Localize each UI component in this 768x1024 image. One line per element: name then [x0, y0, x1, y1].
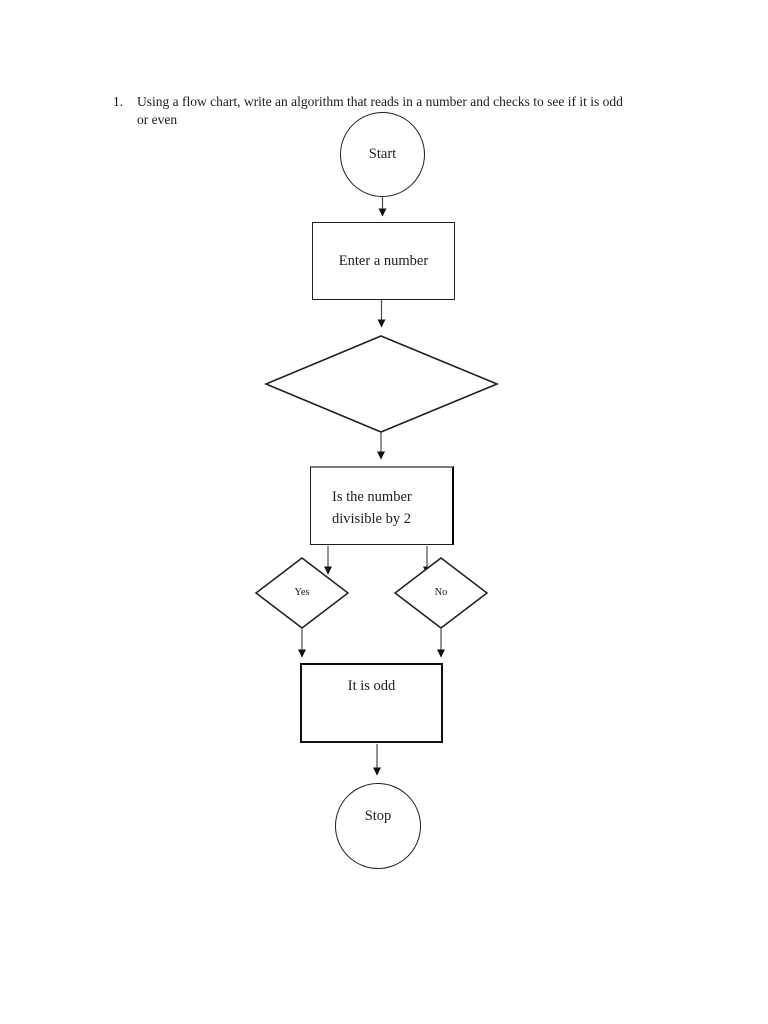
divisibility-check-label: Is the number divisible by 2 — [332, 486, 412, 530]
question-item: 1. Using a flow chart, write an algorith… — [113, 93, 703, 128]
yes-branch-label: Yes — [294, 587, 310, 598]
divisibility-check-label-line-2: divisible by 2 — [332, 511, 411, 527]
result-node-label: It is odd — [347, 678, 396, 694]
enter-number-label: Enter a number — [338, 252, 429, 269]
enter-number-node: Enter a number — [312, 222, 455, 300]
stop-node: Stop — [335, 783, 421, 869]
result-node: It is odd — [300, 663, 443, 743]
stop-node-label: Stop — [364, 807, 392, 824]
question-text: Using a flow chart, write an algorithm t… — [137, 93, 623, 128]
start-node-label: Start — [368, 146, 397, 162]
start-node: Start — [340, 112, 425, 197]
no-branch-diamond — [393, 557, 489, 629]
question-text-line-2: or even — [137, 111, 178, 127]
yes-branch-diamond — [254, 557, 350, 629]
divisibility-check-node: Is the number divisible by 2 — [310, 466, 454, 545]
question-text-line-1: Using a flow chart, write an algorithm t… — [137, 94, 623, 109]
divisibility-check-label-line-1: Is the number — [332, 489, 412, 505]
decision-diamond — [263, 335, 500, 433]
question-number: 1. — [113, 94, 124, 109]
no-branch-label: No — [434, 587, 448, 598]
